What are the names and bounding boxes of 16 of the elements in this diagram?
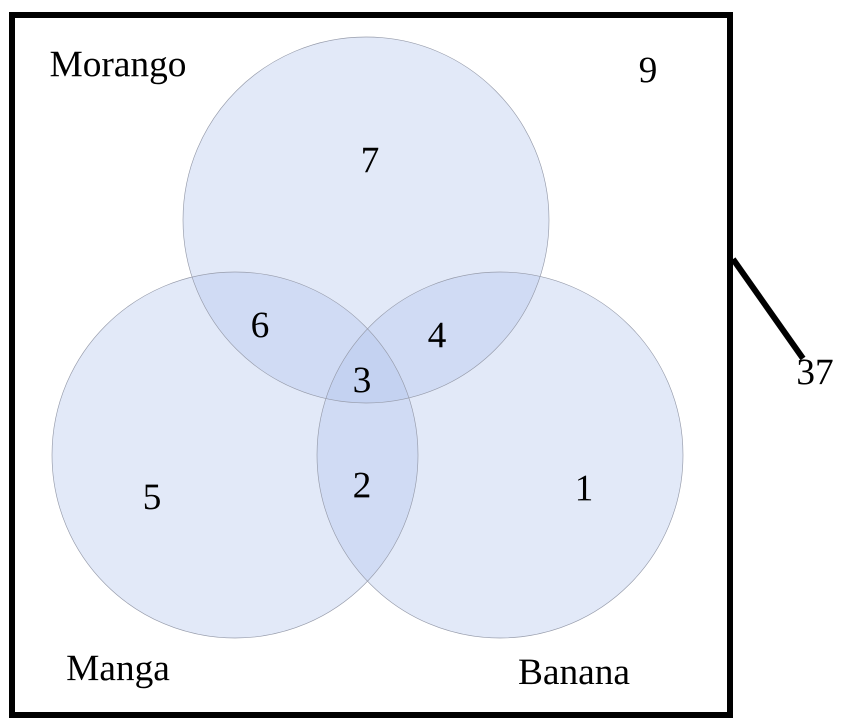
frame-box (9, 12, 733, 718)
region-number: 3 (354, 367, 370, 393)
set-label: Manga (67, 656, 170, 688)
leader-line (730, 257, 806, 360)
region-number: 1 (578, 476, 592, 500)
region-number: 5 (144, 484, 160, 510)
set-circle (316, 272, 684, 638)
set-label: Morango (50, 52, 186, 84)
total-number: 37 (798, 359, 833, 385)
set-label: Banana (519, 660, 630, 684)
region-number: 7 (363, 148, 378, 172)
region-number: 4 (428, 322, 446, 348)
region-number: 6 (252, 312, 268, 338)
region-number: 9 (640, 57, 656, 83)
set-circle (52, 272, 418, 638)
region-number: 2 (354, 472, 370, 498)
